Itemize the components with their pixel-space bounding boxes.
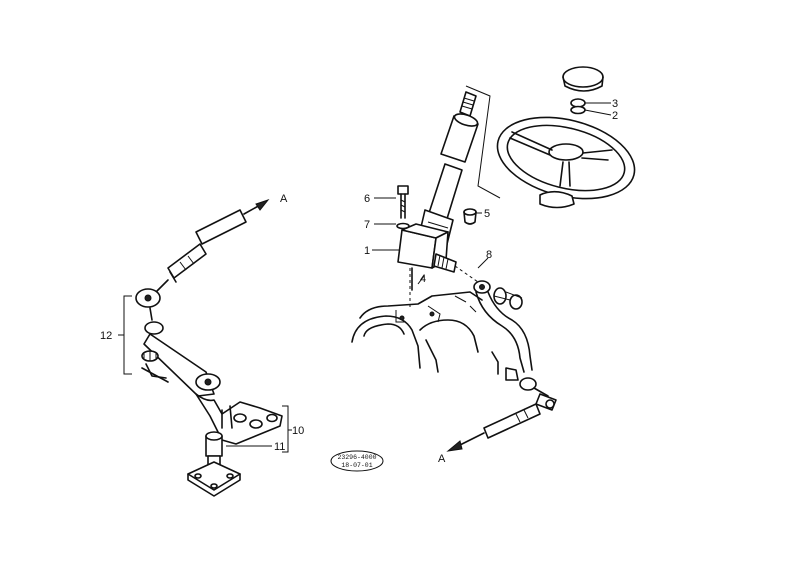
stamp-line-1: 23296-4000: [337, 454, 376, 461]
kingpin-part-11: [187, 431, 241, 497]
tie-rod-right: [446, 377, 557, 452]
steering-column: [397, 91, 479, 291]
drawing-stamp: 23296-4000 18-07-01: [330, 450, 384, 472]
arrow-label-a-lower: A: [438, 453, 446, 465]
cotter-pin: [491, 351, 519, 381]
bolt-part-6: [397, 185, 409, 219]
part-label-11: 11: [274, 441, 285, 453]
part-label-10: 10: [292, 425, 304, 437]
part-label-8: 8: [486, 249, 492, 261]
washer-part-7: [396, 222, 410, 230]
arrow-label-a-upper: A: [280, 193, 288, 205]
ball-joint: [135, 288, 161, 321]
label-brackets: [118, 197, 489, 453]
part-label-1: 1: [364, 245, 370, 257]
part-label-12: 12: [100, 330, 112, 342]
part-label-2: 2: [612, 110, 618, 122]
stamp-line-2: 18-07-01: [341, 462, 372, 469]
cotter-pin-left: [141, 363, 169, 383]
drag-link-part-8: [473, 280, 533, 373]
castle-nut: [141, 350, 159, 362]
part-label-3: 3: [612, 98, 618, 110]
part-label-5: 5: [484, 208, 490, 220]
chassis-frame: [351, 291, 483, 373]
part-label-7: 7: [364, 219, 370, 231]
horn-cap: [562, 66, 604, 92]
plug-part-5: [463, 208, 477, 225]
nut-part-3: [570, 98, 586, 115]
part-label-4: 4: [420, 273, 426, 285]
tie-rod-left: [155, 198, 270, 293]
part-label-6: 6: [364, 193, 370, 205]
steering-wheel: [496, 116, 636, 209]
steering-arm: [143, 321, 283, 445]
